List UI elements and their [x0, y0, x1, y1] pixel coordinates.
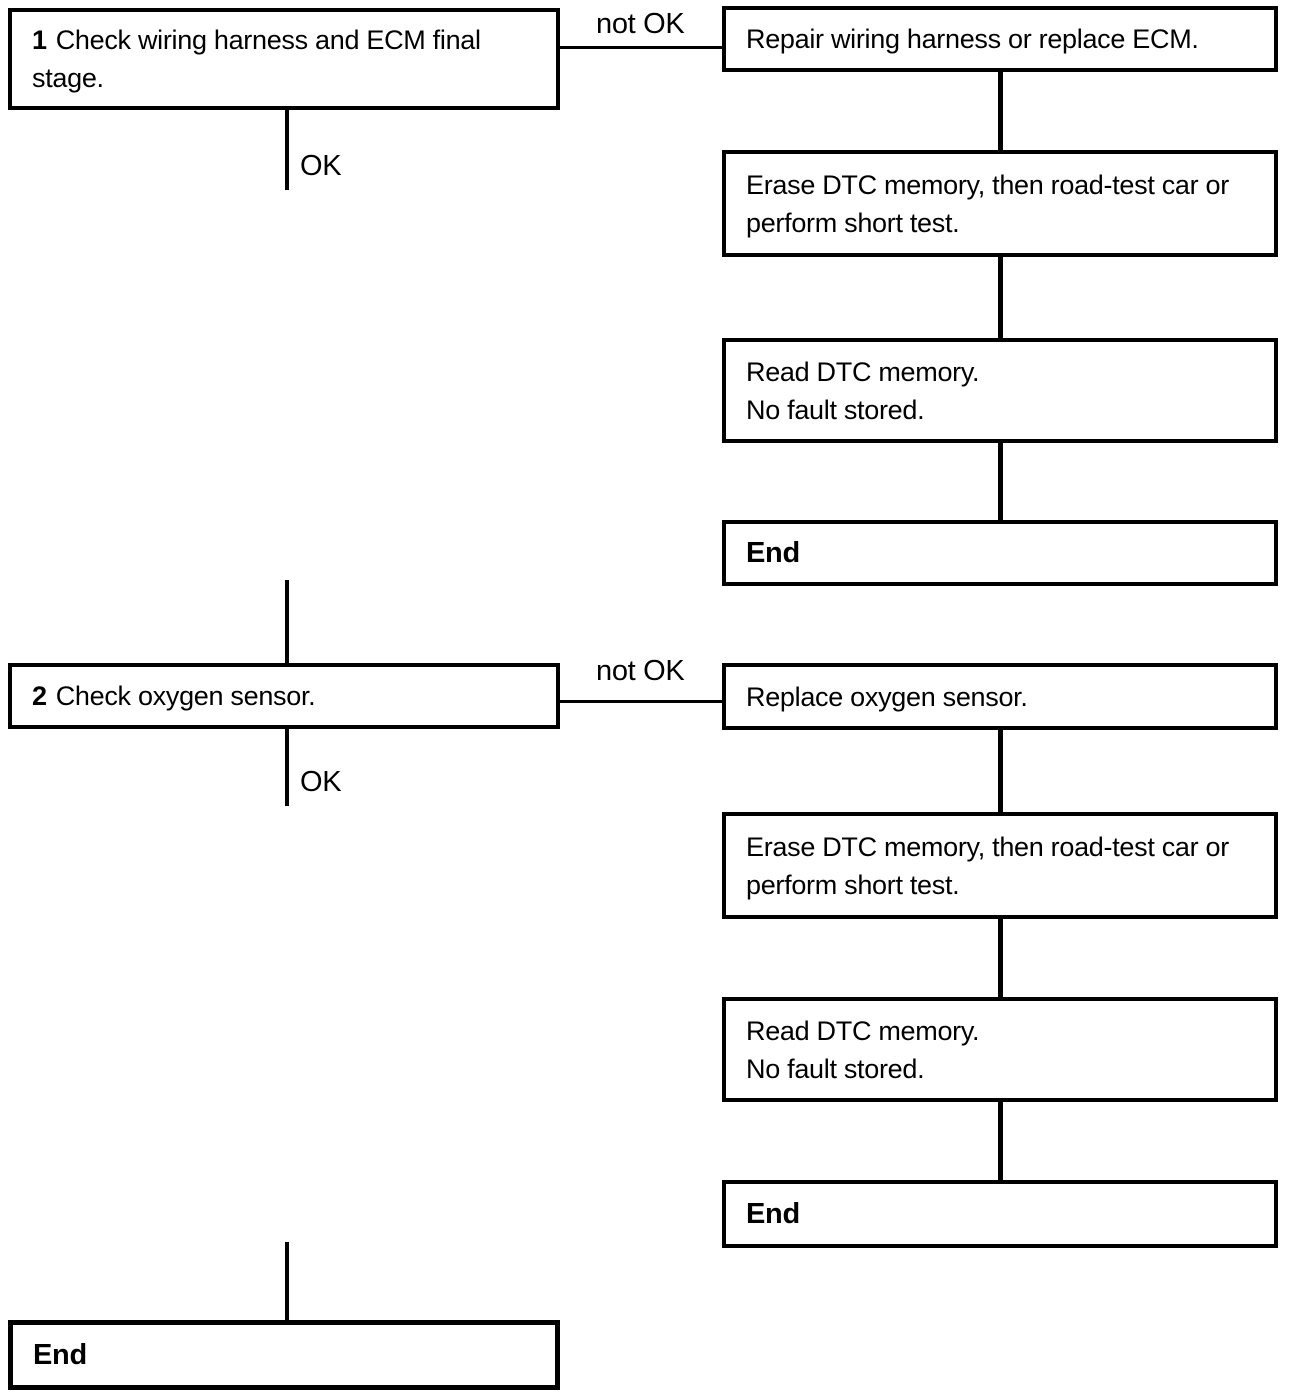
connector-step2-notok: [560, 700, 722, 703]
repair-wiring-box: Repair wiring harness or replace ECM.: [722, 6, 1278, 72]
read-dtc-line1-1: Read DTC memory.: [746, 356, 980, 387]
connector-replace-to-erase: [998, 730, 1003, 812]
repair-wiring-label: Repair wiring harness or replace ECM.: [746, 24, 1199, 54]
not-ok-label-2: not OK: [596, 655, 685, 687]
read-dtc-line2-2: No fault stored.: [746, 1053, 925, 1084]
final-end-label: End: [33, 1339, 87, 1371]
ok-label-1: OK: [300, 150, 342, 182]
read-dtc-line2-1: No fault stored.: [746, 394, 925, 425]
end-box-2: End: [722, 1180, 1278, 1248]
read-dtc-line1-2: Read DTC memory.: [746, 1015, 980, 1046]
connector-read-to-end-2: [998, 1102, 1003, 1180]
final-end-box: End: [8, 1320, 560, 1390]
connector-erase-to-read-2: [998, 919, 1003, 997]
read-dtc-box-2: Read DTC memory. No fault stored.: [722, 997, 1278, 1102]
end-label-2: End: [746, 1198, 800, 1230]
step2-label: Check oxygen sensor.: [55, 681, 316, 711]
connector-step2-ok-upper: [285, 728, 289, 806]
connector-step1-ok-upper: [285, 110, 289, 190]
erase-dtc-box-2: Erase DTC memory, then road-test car or …: [722, 812, 1278, 919]
step2-text: 2 Check oxygen sensor.: [32, 677, 536, 715]
step2-box: 2 Check oxygen sensor.: [8, 663, 560, 729]
connector-step1-notok: [560, 46, 722, 49]
step2-number: 2: [32, 681, 47, 711]
read-dtc-box-1: Read DTC memory. No fault stored.: [722, 338, 1278, 443]
end-box-1: End: [722, 520, 1278, 586]
erase-dtc-box-1: Erase DTC memory, then road-test car or …: [722, 150, 1278, 257]
erase-dtc-label-2: Erase DTC memory, then road-test car or …: [746, 831, 1229, 900]
ok-label-2: OK: [300, 766, 342, 798]
step1-label: Check wiring harness and ECM final stage…: [32, 25, 481, 93]
connector-step2-ok-lower: [285, 1242, 289, 1320]
replace-oxygen-label: Replace oxygen sensor.: [746, 681, 1028, 712]
replace-oxygen-box: Replace oxygen sensor.: [722, 663, 1278, 730]
not-ok-label-1: not OK: [596, 8, 685, 40]
connector-repair-to-erase: [998, 72, 1003, 150]
connector-read-to-end-1: [998, 443, 1003, 520]
connector-step1-ok-lower: [285, 580, 289, 663]
step1-number: 1: [32, 25, 47, 55]
erase-dtc-label-1: Erase DTC memory, then road-test car or …: [746, 169, 1229, 238]
end-label-1: End: [746, 537, 800, 569]
connector-erase-to-read-1: [998, 257, 1003, 338]
